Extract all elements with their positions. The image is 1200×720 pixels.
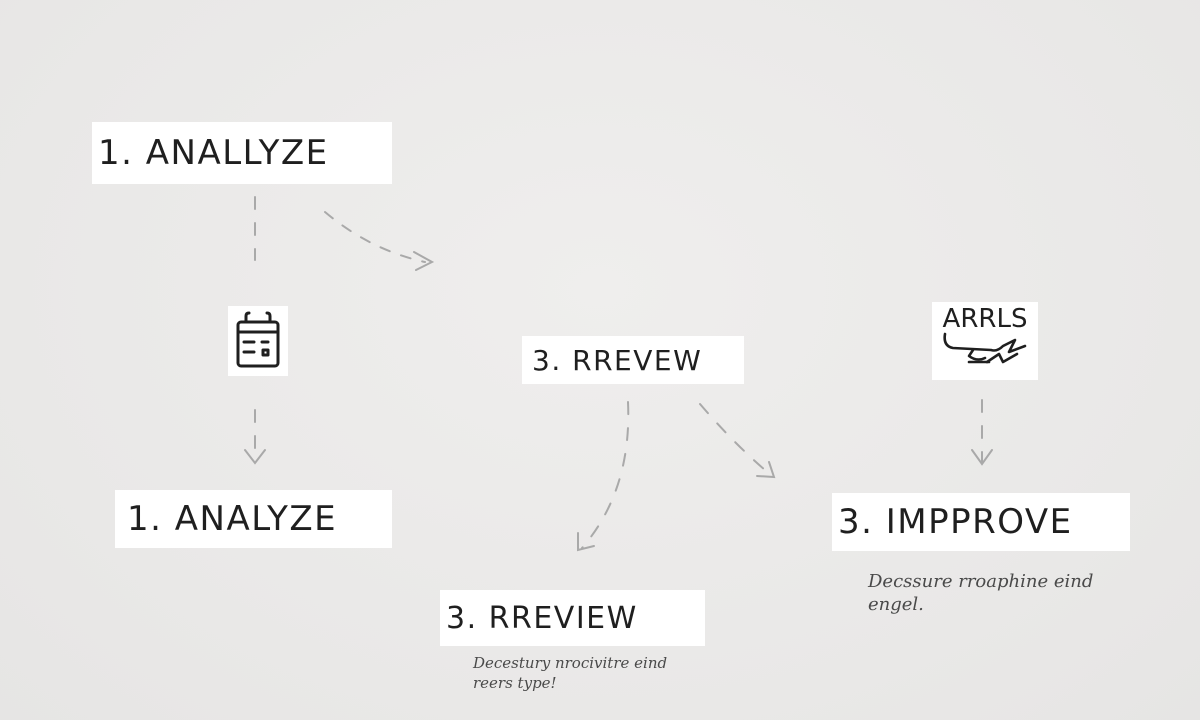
step-improve-box: 3. IMPPROVE bbox=[832, 493, 1130, 551]
arrows-sketch-icon bbox=[943, 332, 1027, 364]
arrowhead-calendar-to-analyze bbox=[244, 449, 266, 465]
arrowhead-arrows-to-improve bbox=[971, 449, 993, 466]
arrows-sketch-label: ARRLS bbox=[942, 304, 1028, 334]
improve-note-line-1: Decssure rroaphine eind bbox=[868, 571, 1094, 592]
connector-review-to-improve bbox=[699, 403, 773, 477]
step-review-bottom-label: 3. RREVIEW bbox=[446, 600, 638, 636]
step-review-bottom-box: 3. RREVIEW bbox=[440, 590, 705, 646]
step-improve-label: 3. IMPPROVE bbox=[838, 502, 1073, 542]
step-analyze-top-label: 1. ANALLYZE bbox=[98, 133, 329, 173]
improve-note: Decssure rroaphine eind engel. bbox=[868, 570, 1148, 617]
step-analyze-top-box: 1. ANALLYZE bbox=[92, 122, 392, 184]
step-review-middle-box: 3. RREVEW bbox=[522, 336, 744, 384]
review-note-line-2: reers type! bbox=[473, 673, 557, 692]
step-analyze-bottom-label: 1. ANALYZE bbox=[127, 499, 338, 539]
arrowhead-review-to-improve bbox=[756, 461, 776, 479]
review-note: Decestury nrocivitre eind reers type! bbox=[473, 654, 733, 693]
calendar-icon-box bbox=[228, 306, 288, 376]
arrows-sketch-box: ARRLS bbox=[932, 302, 1038, 380]
step-review-middle-label: 3. RREVEW bbox=[532, 343, 703, 377]
calendar-icon bbox=[236, 311, 280, 368]
improve-note-line-2: engel. bbox=[868, 594, 924, 616]
step-analyze-bottom-box: 1. ANALYZE bbox=[115, 490, 392, 548]
arrowhead-review-to-review bbox=[577, 532, 595, 552]
review-note-line-1: Decestury nrocivitre eind bbox=[473, 654, 668, 672]
connector-review-to-review bbox=[581, 401, 630, 549]
arrowhead-analyze-to-review bbox=[413, 251, 435, 271]
connector-analyze-to-review bbox=[324, 211, 426, 263]
